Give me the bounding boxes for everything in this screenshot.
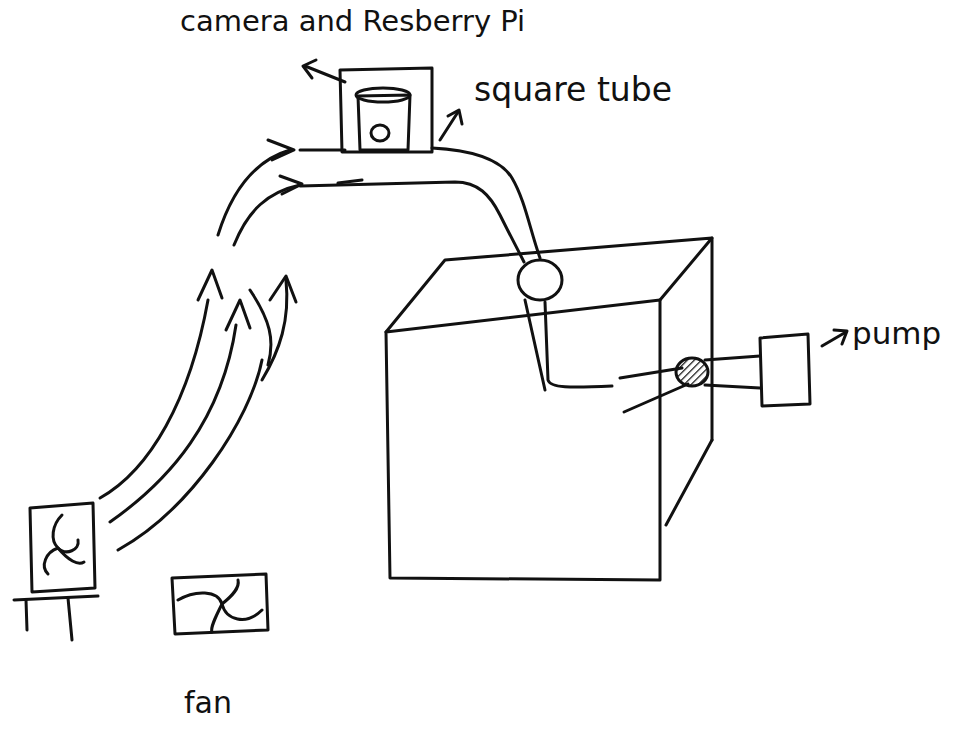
camera-label: camera and Resberry Pi [180, 6, 525, 38]
air-flow-arrows [100, 140, 362, 550]
fan-left [14, 503, 98, 640]
fan-right [172, 574, 268, 634]
pump-label: pump [852, 316, 941, 350]
square-tube [300, 148, 760, 412]
pump-assembly [676, 330, 847, 406]
enclosure-box [386, 238, 712, 580]
camera-housing [303, 60, 462, 152]
fan-label: fan [184, 686, 232, 719]
tube-label: square tube [474, 72, 672, 108]
